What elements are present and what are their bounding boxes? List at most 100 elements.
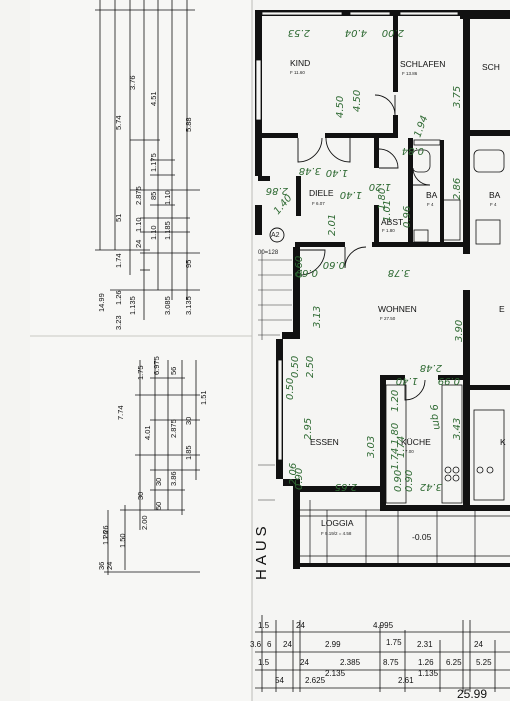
hand-dim: 1.74 (390, 448, 401, 470)
room-area-bad-2: F 4 (490, 202, 497, 207)
dim-label: 3.135 (184, 296, 193, 315)
section-marker-label: A2 (271, 232, 280, 239)
left-dimension-chains-upper (95, 0, 200, 320)
hand-dim: 3.75 (452, 86, 463, 108)
room-labels: KIND F 11.60 SCHLAFEN F 13.86 SCH DIELE … (290, 58, 506, 536)
dim-label: 5.88 (184, 117, 193, 132)
dim-label: 14.99 (97, 293, 106, 312)
hand-dim: 0.60 (296, 267, 318, 278)
hand-dim: 1.20 (369, 181, 391, 192)
dim-label: 1.5 (258, 621, 270, 630)
dim-label: 3.23 (114, 315, 123, 330)
room-name-wohnen: WOHNEN (378, 304, 417, 314)
hand-dim: 0.50 (285, 378, 296, 400)
room-area-wohnen: F 27.50 (380, 316, 396, 321)
dim-label: 7.74 (116, 405, 125, 420)
dim-label: 24 (296, 621, 305, 630)
staircase (258, 250, 292, 501)
room-name-kueche: KÜCHE (401, 437, 431, 447)
hand-dim: 4.50 (352, 90, 363, 112)
dim-label: 2.875 (169, 419, 178, 438)
bottom-dimension-chains (255, 615, 510, 692)
hand-dim: 0.60 (323, 259, 345, 270)
dim-label: 1.10 (134, 217, 143, 232)
dim-label: 3.86 (169, 471, 178, 486)
dim-label: 1.10 (163, 190, 172, 205)
room-name-edge-k: K (500, 437, 506, 447)
dim-label: 30 (136, 492, 145, 500)
hand-dim: 1.01 (382, 200, 393, 222)
dim-label: 51 (114, 214, 123, 222)
dim-label: 1.5 (258, 658, 270, 667)
dim-label: 1.26 (114, 290, 123, 305)
dim-label: 36 (97, 562, 106, 570)
dim-label: 6.975 (152, 356, 161, 375)
hand-dim: 2.53 (288, 27, 310, 38)
hand-dim: 1.74 (396, 436, 407, 458)
hand-dim: 1.20 (390, 390, 401, 412)
dim-label: 4.995 (373, 621, 394, 630)
hand-dim: 3.43 (452, 418, 463, 440)
room-area-kueche: 7.00 (405, 449, 414, 454)
section-marker-circle (269, 227, 285, 243)
hand-dim: 2.65 (335, 481, 357, 492)
dim-label: 6 (267, 640, 272, 649)
room-name-bad-2: BA (489, 190, 501, 200)
hand-dim: 3.03 (366, 436, 377, 458)
hand-dim: 2.50 (305, 356, 316, 378)
hand-dim: 4.04 (345, 27, 367, 38)
dim-label: 54 (275, 676, 284, 685)
hand-dim: 0.90 (393, 470, 404, 492)
markers: A2 00=128 -0.05 HAUS (253, 227, 432, 580)
dim-label: 2.31 (417, 640, 433, 649)
hand-dim: 3.13 (312, 306, 323, 328)
hand-dim: 2.86 (452, 178, 463, 200)
hand-dim: 1.40 (340, 189, 362, 200)
dim-label: 50 (154, 502, 163, 510)
hand-dim: 0.84 (402, 145, 424, 156)
hand-dim: 0.99 (438, 375, 460, 386)
room-area-schlafen: F 13.86 (402, 71, 418, 76)
dim-label: 85 (149, 192, 158, 200)
room-name-edge-e: E (499, 304, 505, 314)
dim-label: 6.25 (446, 658, 462, 667)
kitchen-counters (385, 384, 505, 504)
dim-label: 56 (169, 367, 178, 375)
dim-label: 24 (134, 240, 143, 248)
dim-label: 1.135 (128, 296, 137, 315)
dim-label: 24 (105, 562, 114, 570)
bottom-dimension-labels: 1.5 24 4.995 3.6 6 24 2.99 1.75 2.31 24 … (250, 621, 492, 701)
hand-note-qm: 9 qm (427, 404, 442, 431)
dim-label: 3.085 (163, 296, 172, 315)
dim-label: 1.26 (418, 658, 434, 667)
hand-dim: 0.50 (290, 356, 301, 378)
paper-sheet-right (252, 0, 510, 701)
dim-label: 1.50 (118, 533, 127, 548)
hand-dim: 0.96 (402, 206, 413, 228)
dim-label: 2.875 (134, 186, 143, 205)
hand-dim: 3.78 (388, 267, 410, 278)
hand-dim: 2.06 (288, 463, 299, 485)
hand-dim: 1.80 (377, 188, 388, 210)
left-dimension-chains-lower (104, 360, 200, 575)
dim-label: 2.625 (305, 676, 326, 685)
room-name-schlafen-2: SCH (482, 62, 500, 72)
room-area-kind: F 11.60 (290, 70, 305, 75)
dim-label: 95 (184, 260, 193, 268)
dim-label: 1.175 (149, 153, 158, 172)
dim-label: 4.51 (149, 91, 158, 106)
dim-label: 1.10 (149, 225, 158, 240)
hand-dim: 2.95 (303, 418, 314, 440)
side-label: HAUS (253, 522, 270, 580)
dim-label: 24 (474, 640, 483, 649)
dim-label: 24 (300, 658, 309, 667)
hand-dim: 0.60 (294, 256, 305, 278)
hand-dim: 3.48 (299, 165, 321, 176)
dim-label: 5.74 (114, 115, 123, 130)
dim-label: 1.26 (101, 530, 110, 545)
dim-label: 8.75 (383, 658, 399, 667)
hand-dim: 3.90 (454, 320, 465, 342)
total-width-label: 25.99 (457, 687, 487, 701)
loggia-level-label: -0.05 (412, 532, 432, 542)
